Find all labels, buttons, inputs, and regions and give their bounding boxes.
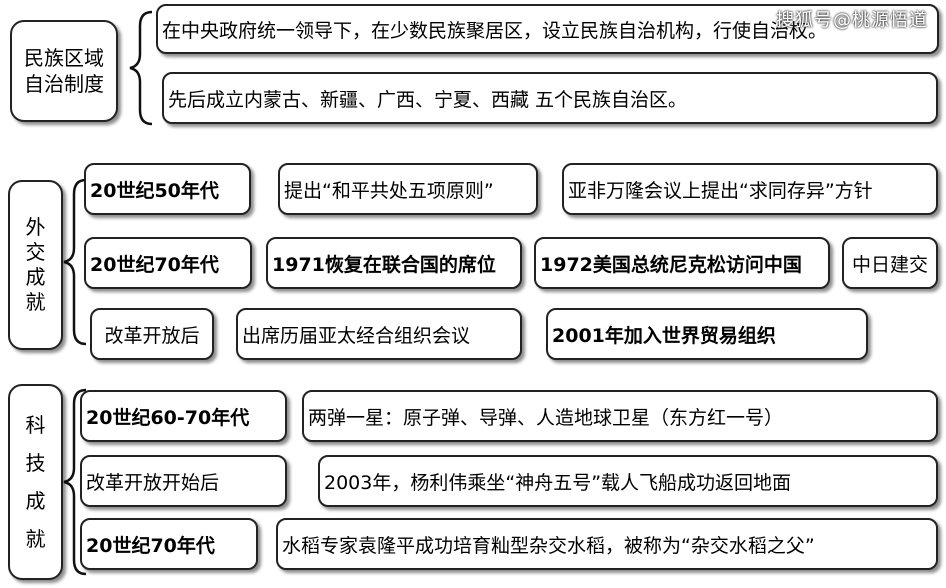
diplomacy-label-char-1: 外 xyxy=(25,215,46,239)
science-period-1970s: 20世纪70年代 xyxy=(80,518,258,570)
ethnic-autonomous-regions: 先后成立内蒙古、新疆、广西、宁夏、西藏 五个民族自治区。 xyxy=(162,72,938,124)
ethnic-autonomy-definition: 在中央政府统一领导下，在少数民族聚居区，设立民族自治机构，行使自治权。 xyxy=(156,4,939,54)
china-japan-relations-box: 中日建交 xyxy=(842,237,938,289)
diplomacy-bracket xyxy=(63,178,87,346)
science-period-1960s-70s: 20世纪60-70年代 xyxy=(80,390,287,442)
wto-box: 2001年加入世界贸易组织 xyxy=(546,308,868,360)
science-label: 科 技 成 就 xyxy=(8,384,63,580)
two-bombs-one-satellite-box: 两弹一星：原子弹、导弹、人造地球卫星（东方红一号） xyxy=(302,390,938,442)
science-bracket xyxy=(63,388,87,576)
watermark: 搜狐号@桃源悟道 xyxy=(776,10,928,31)
diplomacy-label-char-2: 交 xyxy=(25,240,46,264)
ethnic-bracket xyxy=(129,10,153,126)
ethnic-autonomy-label: 民族区域 自治制度 xyxy=(10,20,118,122)
shenzhou-5-box: 2003年，杨利伟乘坐“神舟五号”载人飞船成功返回地面 xyxy=(318,455,938,507)
diplomacy-label: 外 交 成 就 xyxy=(8,180,63,350)
science-period-reform: 改革开放开始后 xyxy=(80,455,287,507)
five-principles-box: 提出“和平共处五项原则” xyxy=(278,163,538,215)
bandung-conference-box: 亚非万隆会议上提出“求同存异”方针 xyxy=(562,163,938,215)
apec-box: 出席历届亚太经合组织会议 xyxy=(236,308,522,360)
diplomacy-period-reform: 改革开放后 xyxy=(90,308,214,360)
science-label-char-2: 技 xyxy=(25,451,46,475)
diplomacy-period-1950s: 20世纪50年代 xyxy=(84,163,251,215)
diplomacy-period-1970s: 20世纪70年代 xyxy=(84,237,252,289)
science-label-char-3: 成 xyxy=(25,489,46,513)
ethnic-label-line-2: 自治制度 xyxy=(24,72,104,96)
ethnic-label-line-1: 民族区域 xyxy=(24,46,104,70)
science-label-char-1: 科 xyxy=(25,413,46,437)
diplomacy-label-char-4: 就 xyxy=(25,290,46,314)
diplomacy-label-char-3: 成 xyxy=(25,265,46,289)
nixon-visit-box: 1972美国总统尼克松访问中国 xyxy=(534,237,830,289)
hybrid-rice-box: 水稻专家袁隆平成功培育籼型杂交水稻，被称为“杂交水稻之父” xyxy=(276,518,938,570)
science-label-char-4: 就 xyxy=(25,527,46,551)
un-seat-restored-box: 1971恢复在联合国的席位 xyxy=(266,237,522,289)
